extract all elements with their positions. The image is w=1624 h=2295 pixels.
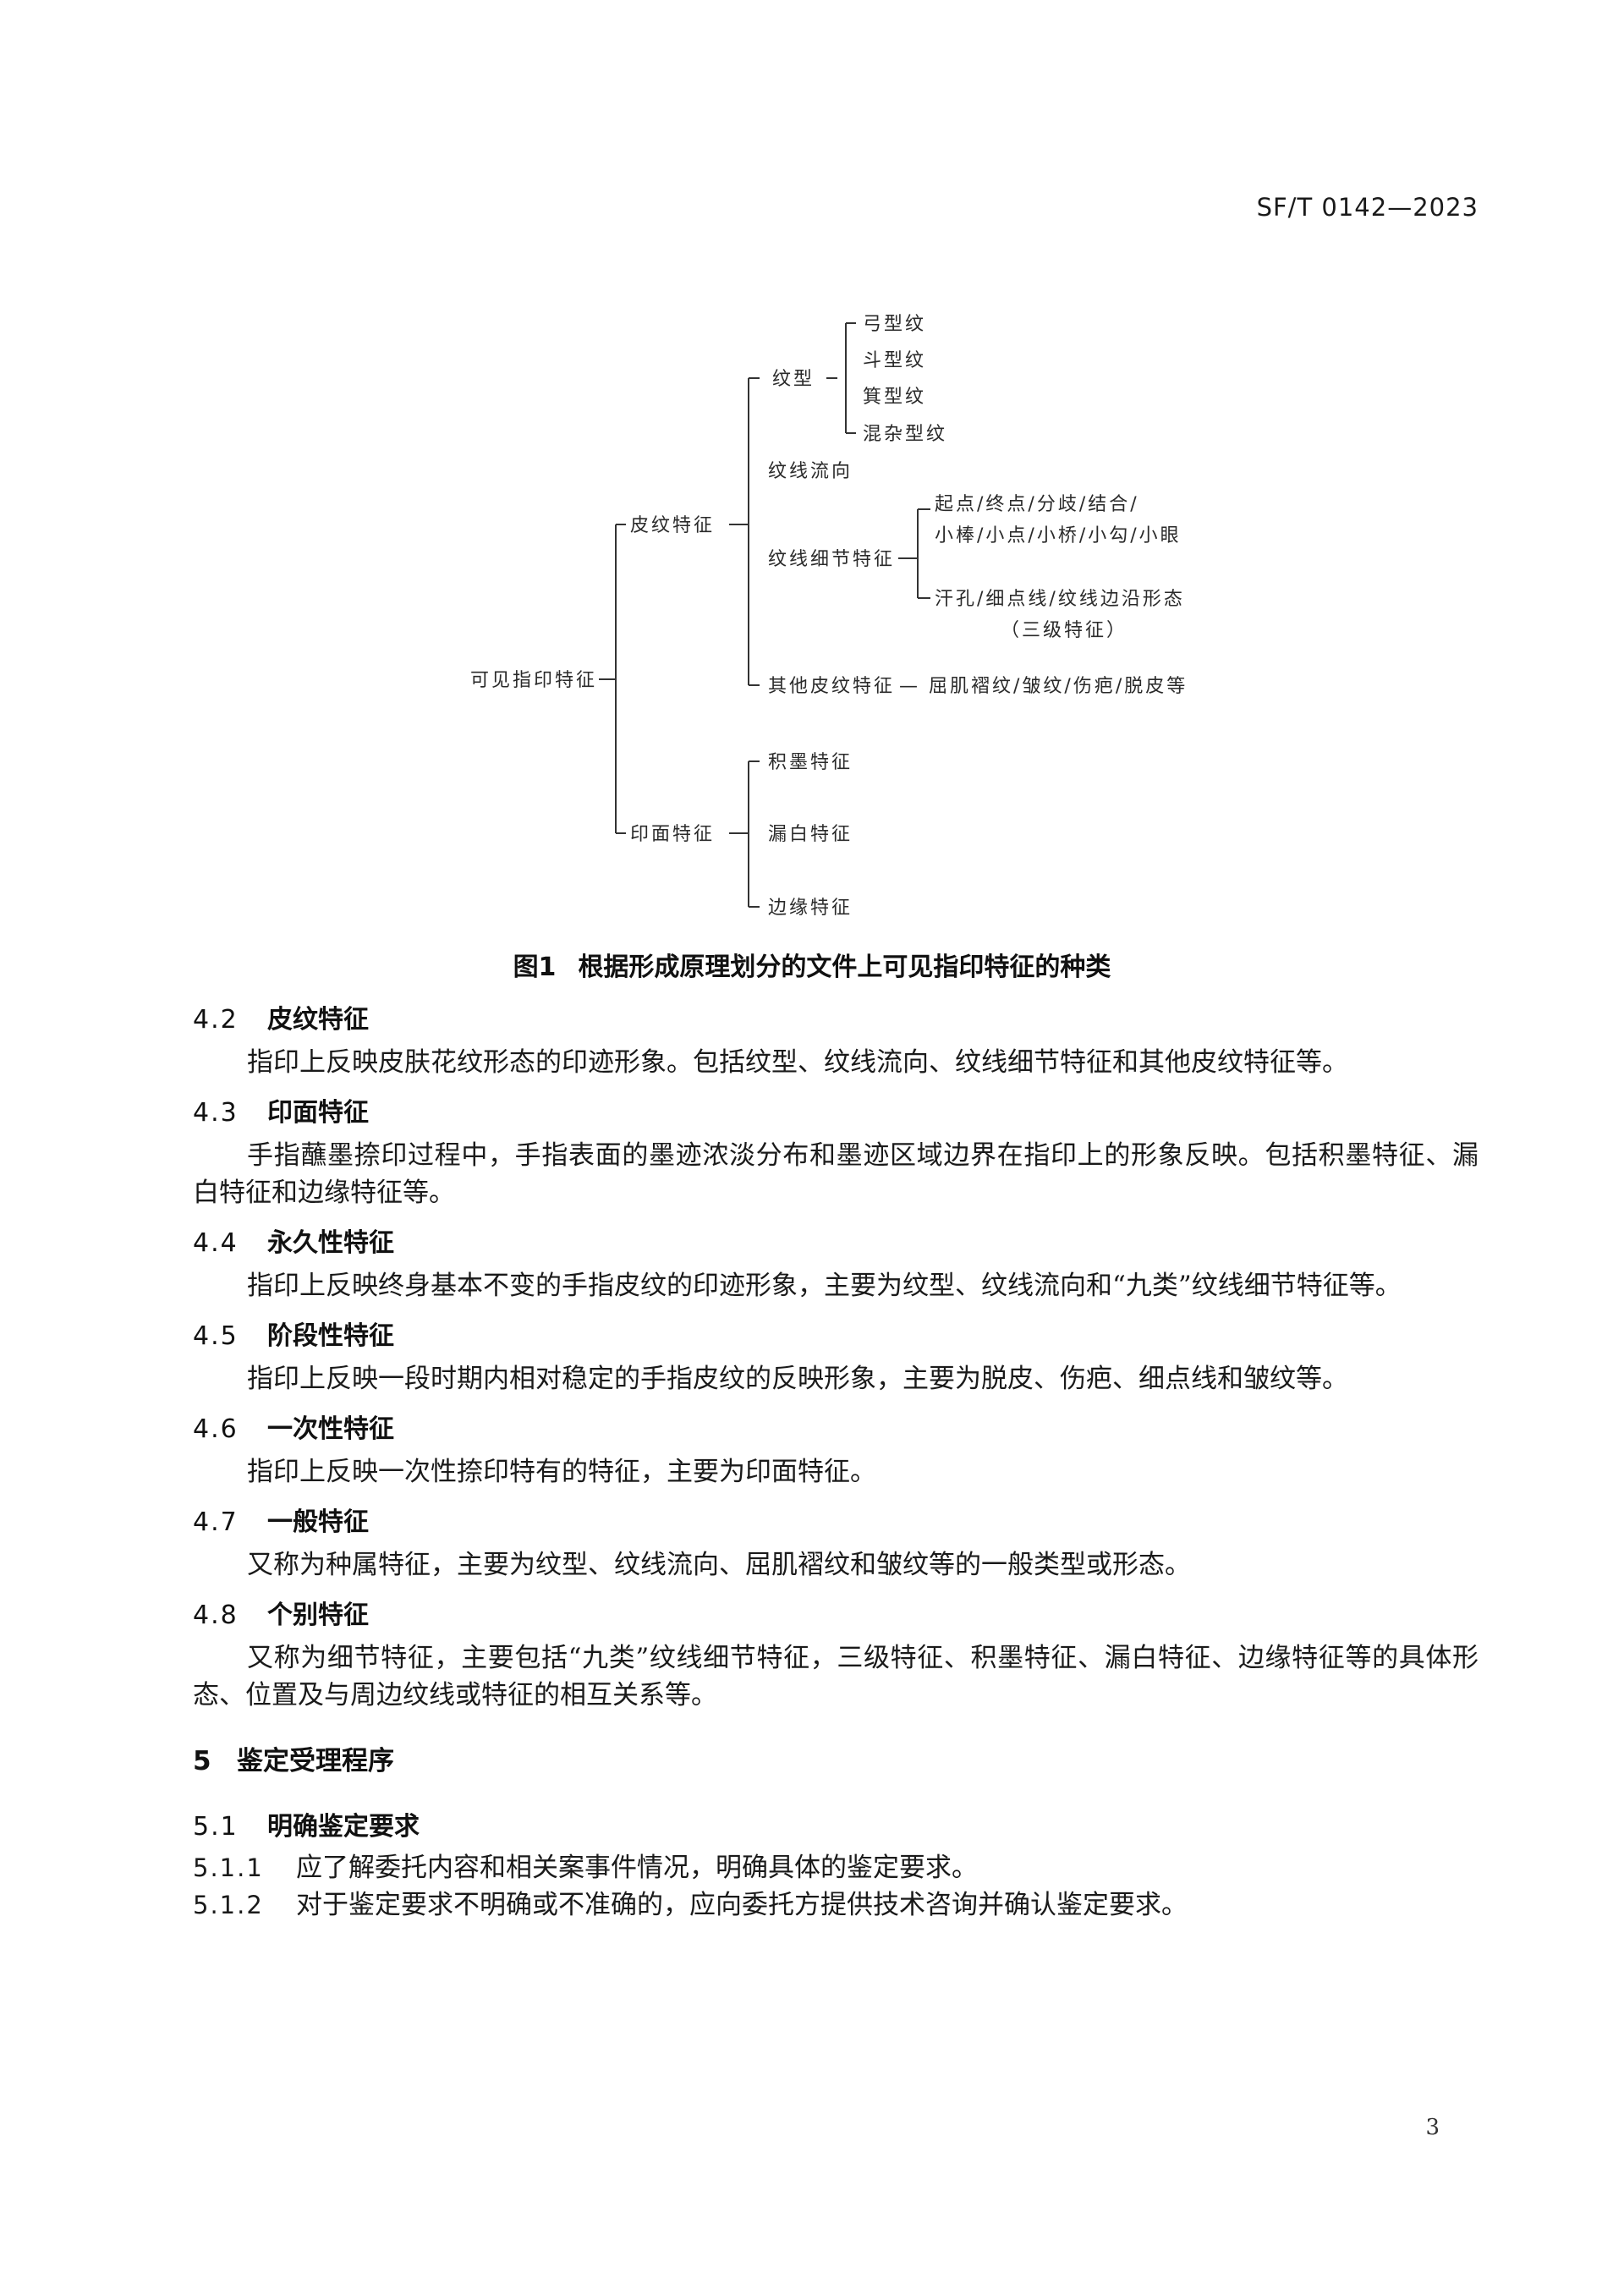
figure-number: 图1 <box>513 953 557 982</box>
section-text-4-6: 指印上反映一次性捺印特有的特征，主要为印面特征。 <box>247 1457 876 1487</box>
node-pattern-mixed: 混杂型纹 <box>863 424 947 445</box>
page-number: 3 <box>1425 2115 1440 2140</box>
tree-connectors <box>599 322 930 908</box>
node-pattern-arch: 弓型纹 <box>863 314 926 335</box>
node-print-surface: 印面特征 <box>630 824 715 845</box>
node-minutiae-line3: 汗孔/细点线/纹线边沿形态 <box>935 589 1185 610</box>
section-text-4-5: 指印上反映一段时期内相对稳定的手指皮纹的反映形象，主要为脱皮、伤疤、细点线和皱纹… <box>247 1364 1348 1394</box>
section-text-4-4: 指印上反映终身基本不变的手指皮纹的印迹形象，主要为纹型、纹线流向和“九类”纹线细… <box>247 1271 1402 1301</box>
figure-title: 根据形成原理划分的文件上可见指印特征的种类 <box>578 953 1111 982</box>
node-minutiae-line1: 起点/终点/分歧/结合/ <box>935 494 1139 515</box>
figure-caption: 图1 根据形成原理划分的文件上可见指印特征的种类 <box>0 946 1624 983</box>
fingerprint-feature-tree-diagram: 可见指印特征 皮纹特征 纹型 弓型纹 斗型纹 箕型纹 混杂型纹 纹线流向 纹线细… <box>470 314 1188 919</box>
node-ridge-flow: 纹线流向 <box>768 461 853 482</box>
section-text-4-8: 又称为细节特征，主要包括“九类”纹线细节特征，三级特征、积墨特征、漏白特征、边缘… <box>193 1643 1479 1710</box>
document-code: SF/T 0142—2023 <box>1256 193 1479 222</box>
node-pattern-type: 纹型 <box>772 369 815 390</box>
node-ridge-features: 皮纹特征 <box>630 515 715 536</box>
section-text-4-7: 又称为种属特征，主要为纹型、纹线流向、屈肌褶纹和皱纹等的一般类型或形态。 <box>247 1550 1191 1580</box>
section-text-4-2: 指印上反映皮肤花纹形态的印迹形象。包括纹型、纹线流向、纹线细节特征和其他皮纹特征… <box>247 1047 1348 1078</box>
node-minutiae-line4: （三级特征） <box>1001 620 1127 641</box>
node-pattern-loop: 箕型纹 <box>863 387 926 408</box>
node-root: 可见指印特征 <box>470 670 597 691</box>
node-print-blank: 漏白特征 <box>768 824 853 845</box>
node-print-ink: 积墨特征 <box>768 752 853 773</box>
section-text-4-3: 手指蘸墨捺印过程中，手指表面的墨迹浓淡分布和墨迹区域边界在指印上的形象反映。包括… <box>193 1140 1479 1208</box>
node-other-ridge-detail: — 屈肌褶纹/皱纹/伤疤/脱皮等 <box>899 676 1188 697</box>
node-ridge-minutiae: 纹线细节特征 <box>768 549 895 570</box>
node-pattern-whorl: 斗型纹 <box>863 350 926 371</box>
node-other-ridge: 其他皮纹特征 <box>768 676 895 697</box>
node-minutiae-line2: 小棒/小点/小桥/小勾/小眼 <box>935 525 1182 546</box>
node-print-edge: 边缘特征 <box>768 898 853 919</box>
